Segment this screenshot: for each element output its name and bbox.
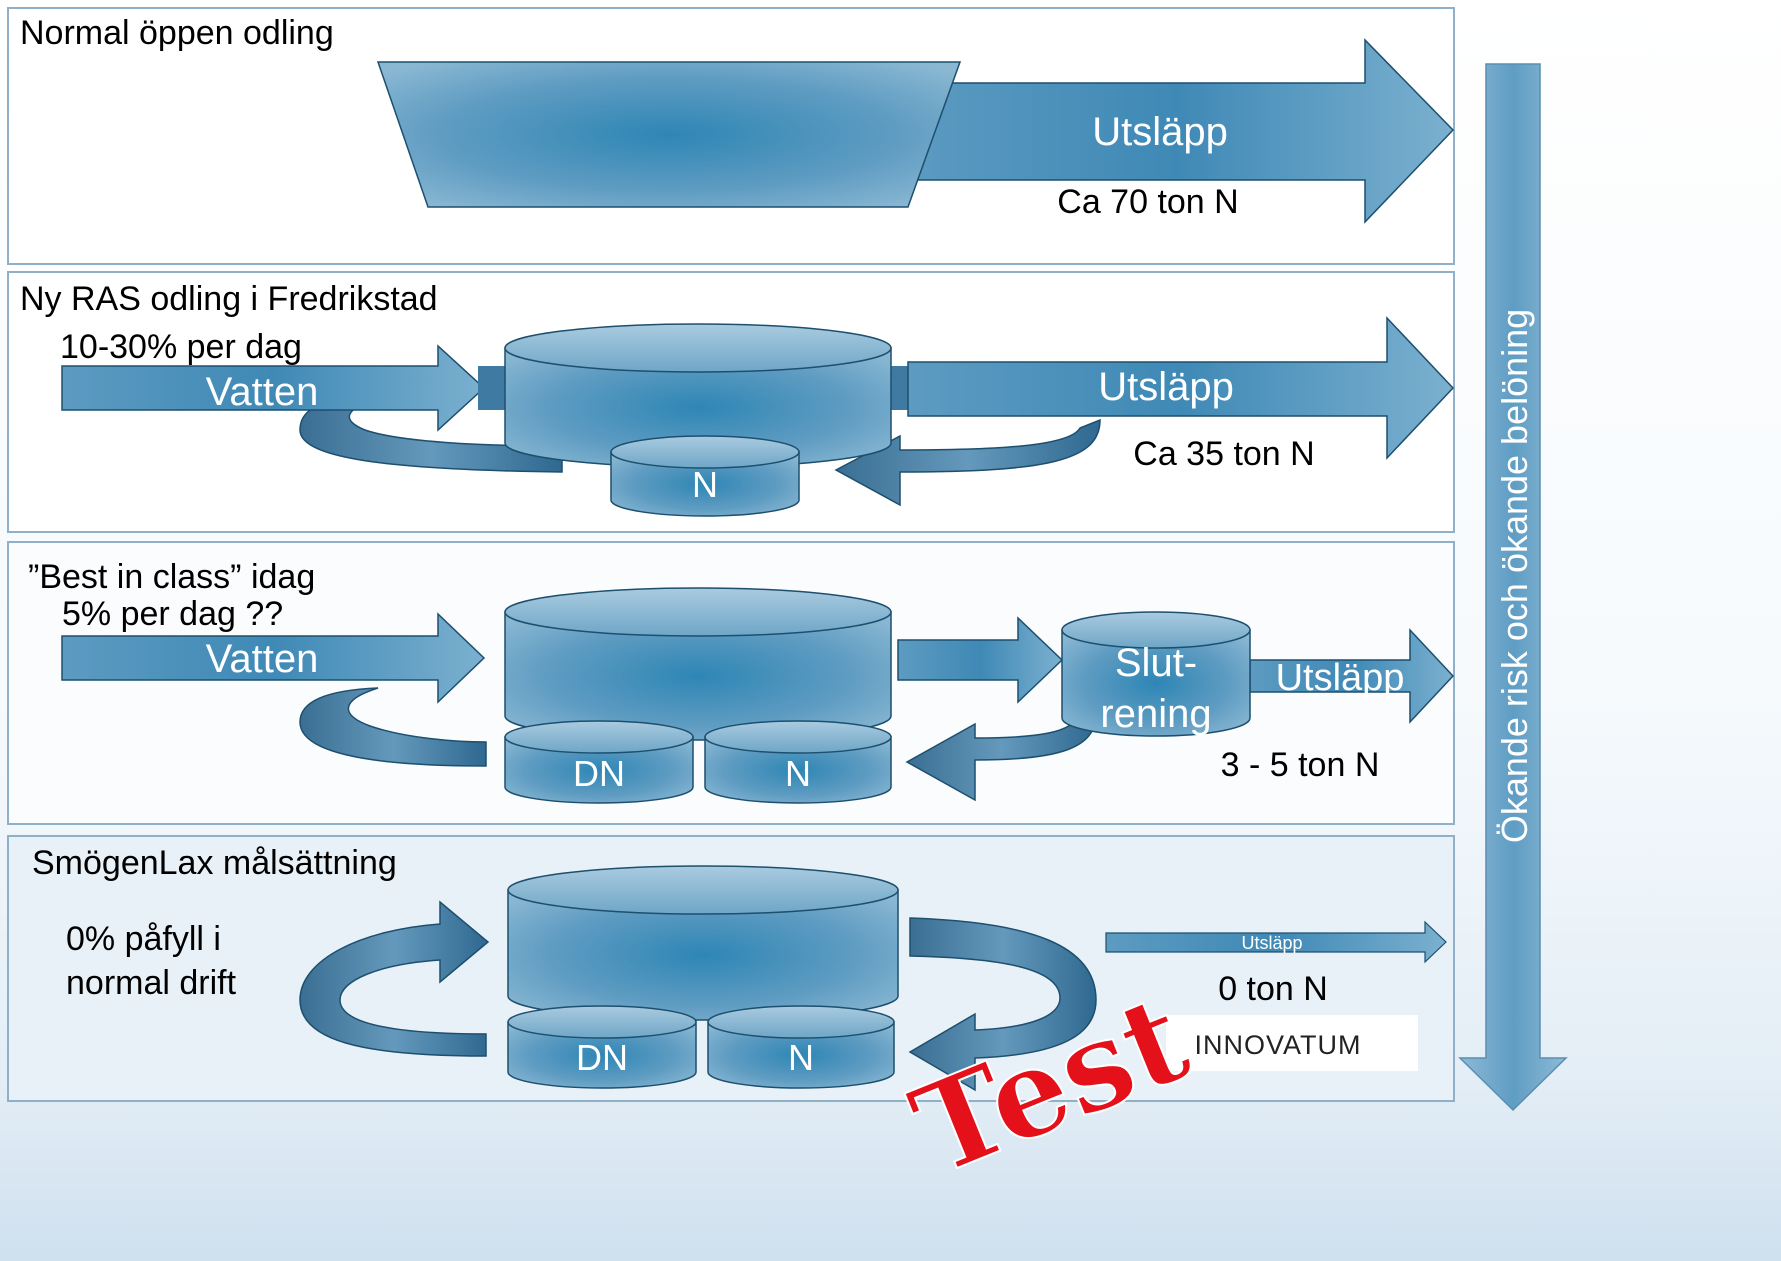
- panel-2-return-arrow: [834, 418, 1101, 507]
- risk-reward-arrow: [1458, 63, 1568, 1112]
- panel-2-outflow-amount: Ca 35 ton N: [1133, 435, 1314, 473]
- panel-4-nitrification-tank: [707, 1021, 895, 1089]
- panel-2-outflow-label: Utsläpp: [1098, 365, 1234, 409]
- panel-4-nitrification-tank-top: [707, 1005, 895, 1039]
- panel-3-denitrification-tank: [504, 736, 694, 804]
- panel-3-nitrification-tank-top: [704, 720, 892, 754]
- panel-2-outflow-arrow: [907, 316, 1455, 460]
- panel-3-outflow-label: Utsläpp: [1276, 657, 1405, 699]
- panel-4-right-circulation-arrow: [908, 917, 1097, 1092]
- panel-4-denitrification-tank-top: [507, 1005, 697, 1039]
- panel-3-filter-label-line2: rening: [1100, 692, 1211, 736]
- panel-3-title: ”Best in class” idag: [28, 558, 315, 596]
- panel-3-final-filter-tank: [1061, 629, 1251, 737]
- panel-3-outflow-arrow: [1249, 628, 1455, 724]
- panel-4-main-tank-top: [507, 865, 899, 915]
- panel-3-n-label: N: [785, 753, 811, 794]
- panel-3-water-label: Vatten: [206, 637, 319, 681]
- innovatum-logo: INNOVATUM: [1195, 1030, 1362, 1060]
- panel-4-dn-label: DN: [576, 1037, 628, 1078]
- innovatum-logo-box: [1166, 1015, 1418, 1071]
- panel-4-refill-line1: 0% påfyll i: [66, 920, 221, 958]
- panel-3-return-arrow: [905, 713, 1097, 802]
- panel-1-outflow-label: Utsläpp: [1092, 110, 1228, 154]
- panel-3-outflow-amount: 3 - 5 ton N: [1221, 746, 1380, 784]
- panel-2-water-inflow-arrow: [61, 344, 486, 432]
- net-pen-shape: [376, 61, 962, 208]
- panel-4-outflow-label: Utsläpp: [1241, 933, 1302, 953]
- panel-1-title: Normal öppen odling: [20, 14, 334, 52]
- panel-3-water-inflow-arrow: [61, 612, 486, 704]
- panel-3-denitrification-tank-top: [504, 720, 694, 754]
- panel-2-rate: 10-30% per dag: [60, 328, 302, 366]
- panel-4-n-label: N: [788, 1037, 814, 1078]
- panel-2-nitrification-tank-top: [610, 435, 800, 469]
- panel-3-dn-label: DN: [573, 753, 625, 794]
- risk-reward-label: Ökande risk och ökande belöning: [1494, 309, 1535, 843]
- panel-1-outflow-amount: Ca 70 ton N: [1057, 183, 1238, 221]
- panel-4-left-circulation-arrow: [299, 900, 490, 1057]
- panel-3-filter-label-line1: Slut-: [1115, 641, 1197, 685]
- panel-3-nitrification-tank: [704, 736, 892, 804]
- panel-3-main-tank-top: [504, 587, 892, 637]
- panel-2-nitrification-tank: [610, 451, 800, 517]
- panel-2-title: Ny RAS odling i Fredrikstad: [20, 280, 438, 318]
- panel-4-outflow-amount: 0 ton N: [1218, 970, 1328, 1008]
- panel-3-final-filter-tank-top: [1061, 611, 1251, 649]
- panel-3-rate: 5% per dag ??: [62, 595, 283, 633]
- panel-4-title: SmögenLax målsättning: [32, 844, 397, 882]
- panel-4-refill-line2: normal drift: [66, 964, 237, 1002]
- panel-4-outflow-arrow: [1105, 920, 1447, 964]
- panel-4-denitrification-tank: [507, 1021, 697, 1089]
- panel-2-tank-label: N: [692, 464, 718, 505]
- panel-3-to-filter-arrow: [897, 616, 1064, 704]
- panel-2-main-tank-top: [504, 323, 892, 373]
- panel-2-water-label: Vatten: [206, 370, 319, 414]
- panel-3-recirculation-curve: [299, 687, 487, 767]
- panel-1-outflow-arrow: [899, 38, 1455, 224]
